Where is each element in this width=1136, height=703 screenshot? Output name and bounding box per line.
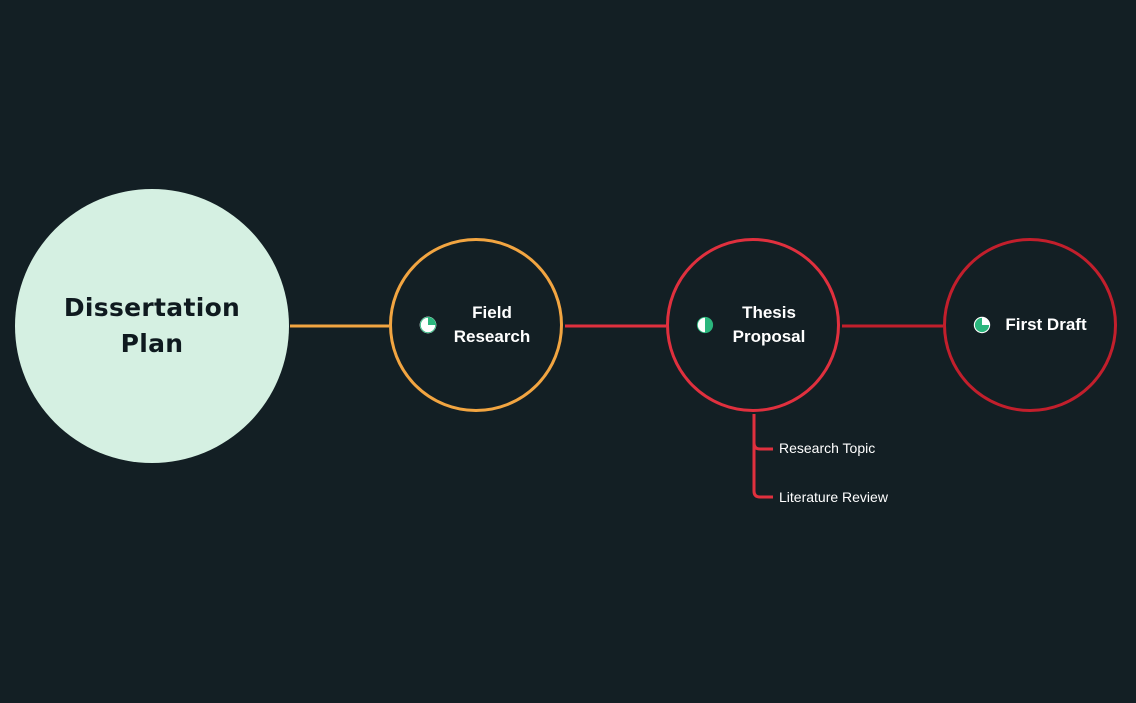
subitem-research-topic[interactable]: Research Topic (779, 440, 876, 456)
progress-half-icon (696, 316, 714, 334)
connector-thesis-subitems (752, 414, 773, 499)
node-thesis-proposal[interactable]: Thesis Proposal (666, 238, 840, 412)
root-node[interactable]: Dissertation Plan (15, 189, 289, 463)
node-label: First Draft (1005, 315, 1087, 334)
node-label: Field Research (453, 303, 531, 346)
progress-quarter-icon (419, 316, 437, 334)
node-label: Thesis Proposal (732, 303, 806, 346)
progress-quarter-icon (973, 316, 991, 334)
node-field-research[interactable]: Field Research (389, 238, 563, 412)
node-first-draft[interactable]: First Draft (943, 238, 1117, 412)
root-node-label: Dissertation Plan (63, 293, 241, 358)
subitem-literature-review[interactable]: Literature Review (779, 489, 888, 505)
